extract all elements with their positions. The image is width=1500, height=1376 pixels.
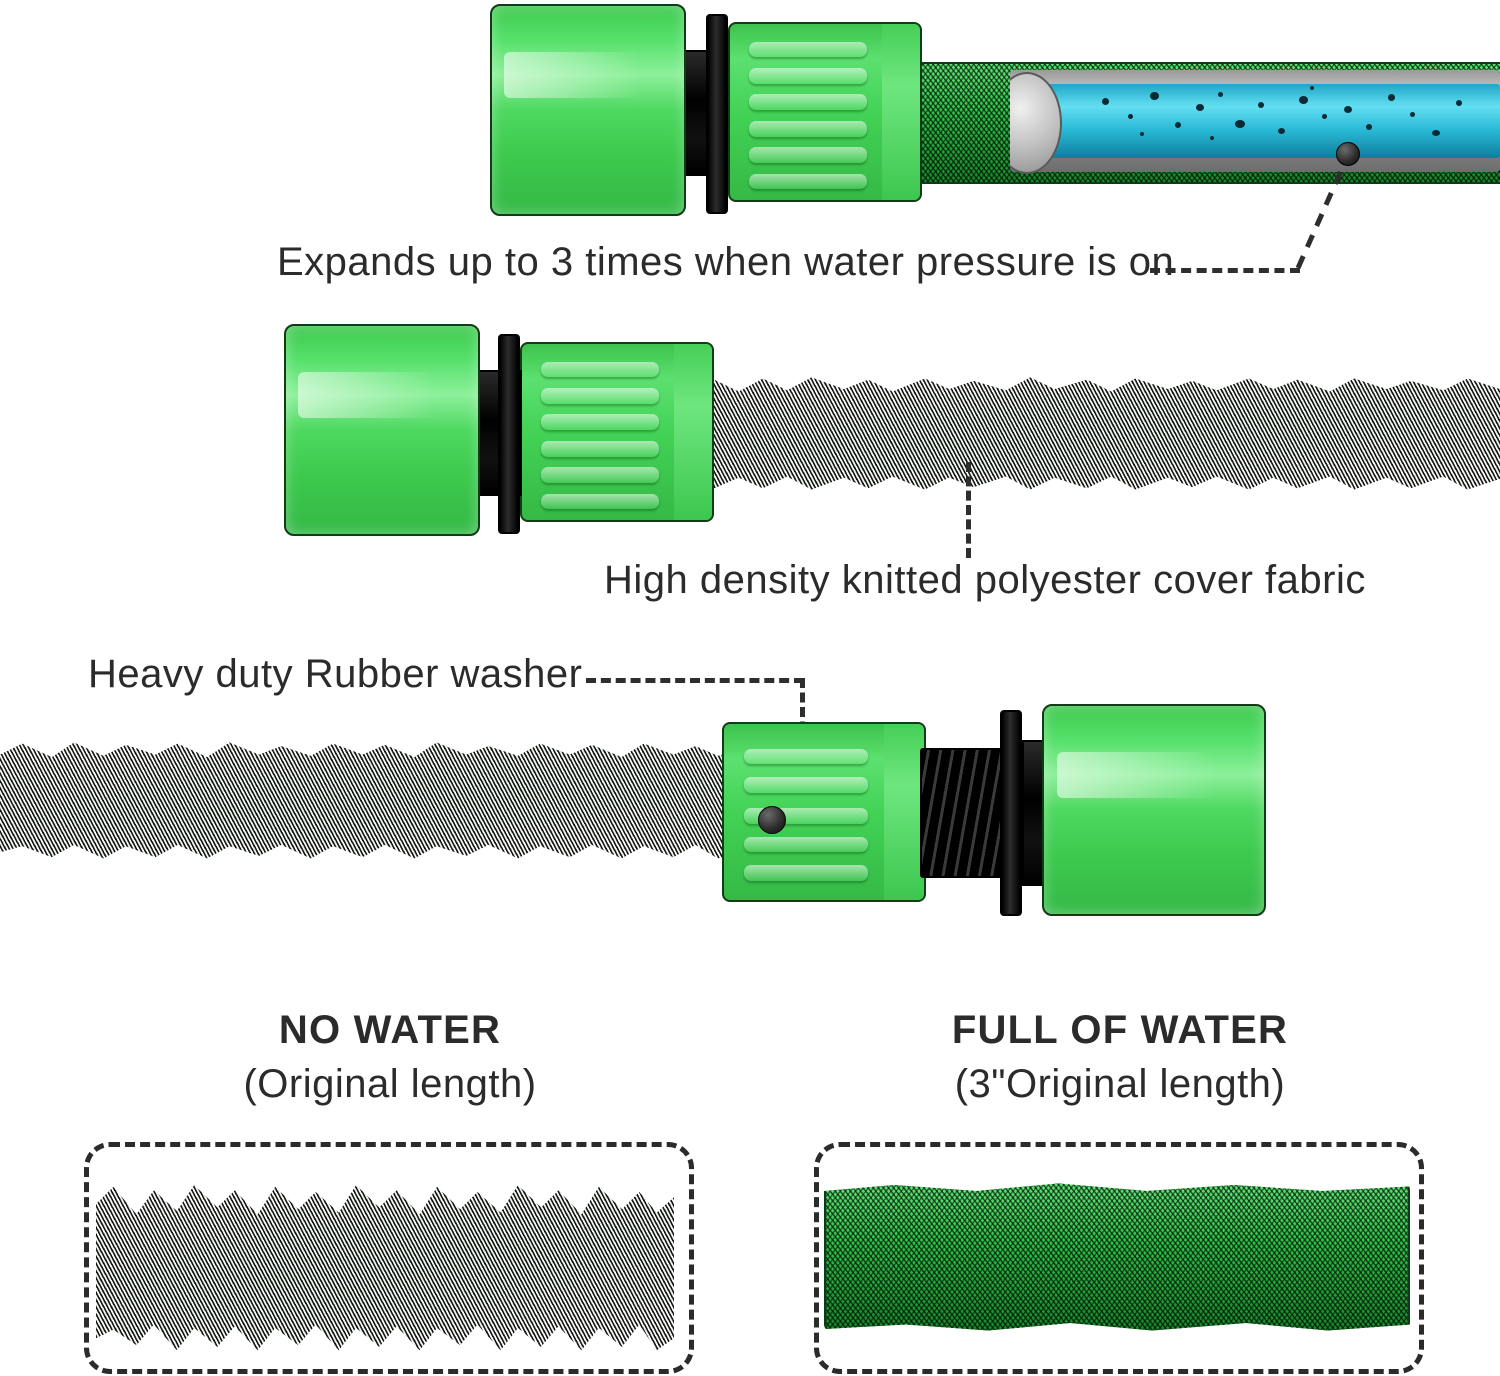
fabric-leader-line	[966, 462, 976, 558]
hose-3-grip	[722, 722, 926, 902]
hose-row-1-connector	[0, 0, 1500, 230]
hose-row-3-connector	[0, 700, 1500, 930]
annotation-washer: Heavy duty Rubber washer	[88, 652, 583, 696]
no-water-title: NO WATER	[278, 1008, 502, 1052]
full-of-water-hose	[824, 1183, 1410, 1331]
hose-2-fabric-cover	[690, 377, 1500, 490]
annotation-fabric: High density knitted polyester cover fab…	[604, 558, 1366, 602]
hose-3-hex-cap	[1042, 704, 1266, 916]
hose-2-flange	[498, 334, 520, 534]
hose-1-flange	[706, 14, 728, 214]
hose-1-hex-cap	[490, 4, 686, 216]
hose-2-hex-cap	[284, 324, 480, 536]
hose-1-cutaway	[1010, 62, 1500, 180]
no-water-subtitle: (Original length)	[243, 1062, 537, 1106]
rubber-washer-dot	[758, 806, 786, 834]
hose-3-flange	[1000, 710, 1022, 916]
expands-leader-line	[1150, 142, 1390, 275]
expands-anchor-dot	[1336, 142, 1360, 166]
full-of-water-title: FULL OF WATER	[951, 1008, 1289, 1052]
hose-row-2-connector	[0, 320, 1500, 550]
inner-tube-water	[1028, 84, 1500, 158]
hose-3-fabric-cover	[0, 742, 740, 859]
no-water-hose	[96, 1185, 674, 1351]
annotation-expands: Expands up to 3 times when water pressur…	[277, 240, 1175, 284]
full-of-water-subtitle: (3"Original length)	[954, 1062, 1286, 1106]
hose-1-grip	[728, 22, 922, 202]
hose-2-grip	[520, 342, 714, 522]
